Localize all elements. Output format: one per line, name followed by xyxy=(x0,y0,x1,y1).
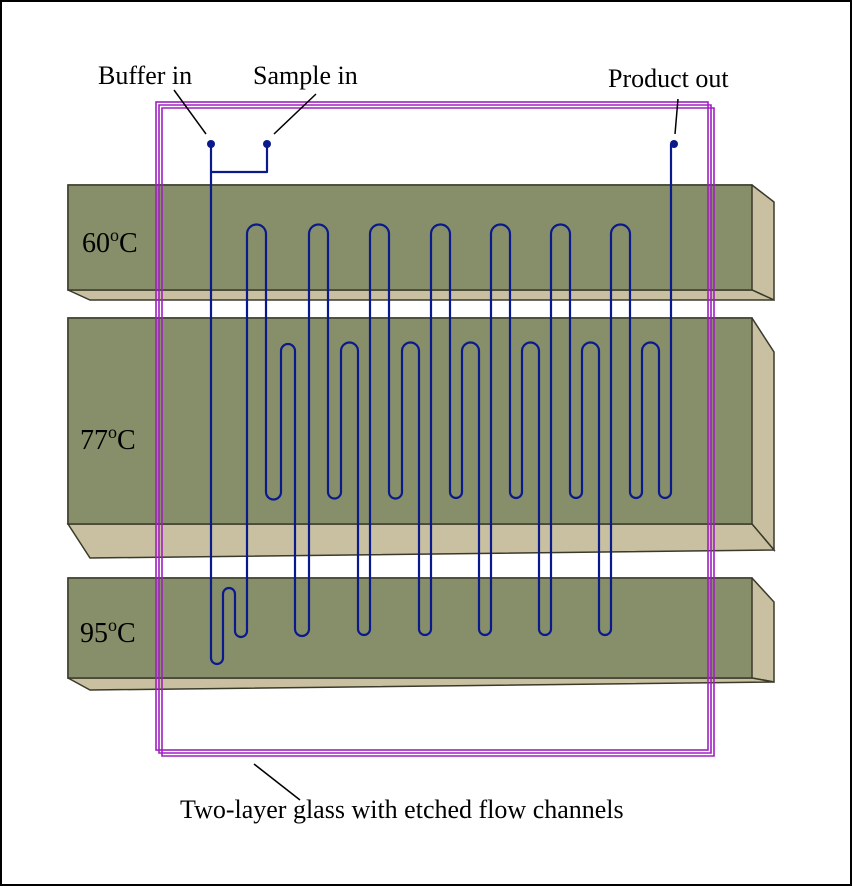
sample-in-label: Sample in xyxy=(253,61,358,90)
block-60-bottom-face xyxy=(67,289,775,301)
heating-block-95: 95oC xyxy=(67,577,775,691)
block-77-bottom-face xyxy=(66,523,776,559)
glass-layer-back-2 xyxy=(161,107,715,757)
block-95-front-face xyxy=(67,577,753,679)
heating-block-77: 77oC xyxy=(66,317,776,559)
sample-inlet-port xyxy=(263,140,271,148)
product-out-label: Product out xyxy=(608,64,729,93)
serpentine-channel xyxy=(209,144,673,666)
leader-lines xyxy=(173,89,679,801)
glass-layer-front xyxy=(155,101,709,751)
block-95-label: 95oC xyxy=(80,615,136,649)
buffer-in-label: Buffer in xyxy=(98,61,192,90)
glass-chip xyxy=(155,101,715,757)
block-60-label: 60oC xyxy=(82,225,138,259)
heating-block-60: 60oC xyxy=(67,184,775,302)
caption-label: Two-layer glass with etched flow channel… xyxy=(180,795,624,824)
block-95-bottom-face xyxy=(67,677,775,691)
flow-channel xyxy=(207,140,678,666)
buffer-in-leader xyxy=(173,89,207,135)
glass-layer-back-1 xyxy=(158,104,712,754)
buffer-inlet-port xyxy=(207,140,215,148)
product-outlet-port xyxy=(670,140,678,148)
block-77-label: 77oC xyxy=(80,422,136,456)
caption-leader xyxy=(253,763,301,801)
block-60-front-face xyxy=(67,184,753,291)
product-out-leader xyxy=(674,98,679,135)
block-77-front-face xyxy=(67,317,753,525)
sample-in-leader xyxy=(273,93,317,135)
